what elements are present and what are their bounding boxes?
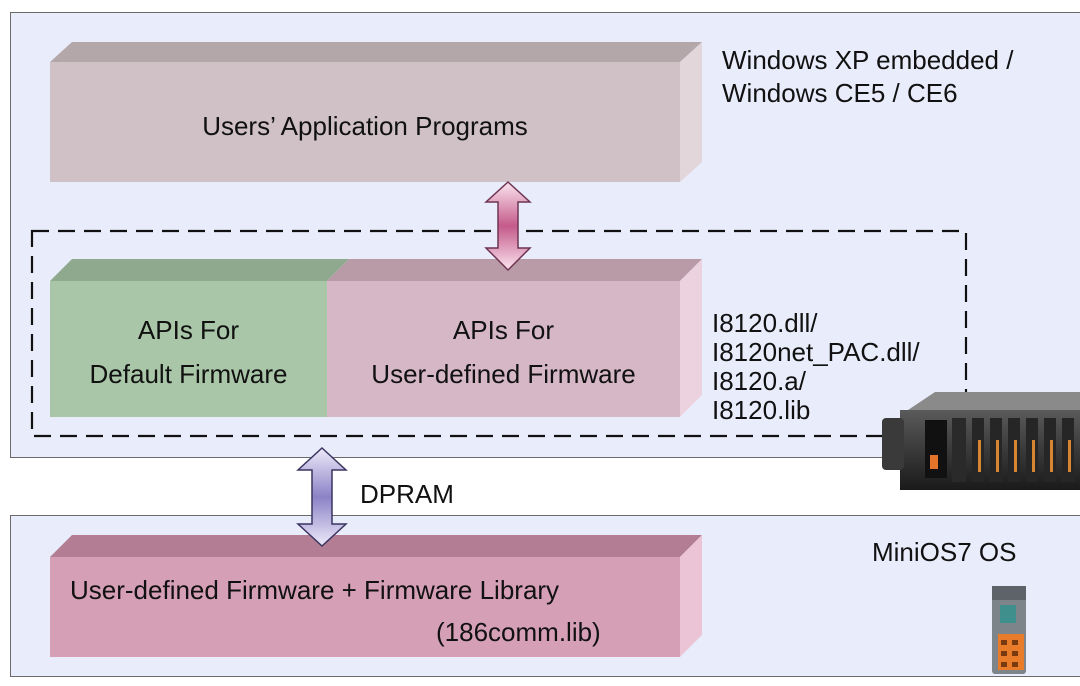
library-item: I8120.a/: [712, 366, 806, 397]
api-default-label: APIs For Default Firmware: [50, 308, 327, 396]
dpram-arrow: [296, 446, 348, 548]
host-os-label: Windows XP embedded / Windows CE5 / CE6: [722, 44, 1013, 111]
app-programs-label: Users’ Application Programs: [202, 111, 528, 141]
api-default-box: [50, 259, 349, 417]
library-item: I8120net_PAC.dll/: [712, 337, 920, 368]
firmware-line2: (186comm.lib): [436, 617, 601, 647]
firmware-line1: User-defined Firmware + Firmware Library: [70, 575, 560, 605]
pac-device-image: [882, 392, 1080, 490]
io-module-image: [992, 586, 1026, 674]
app-programs-box: [50, 42, 702, 182]
firmware-box: [50, 535, 702, 657]
library-item: I8120.dll/: [712, 308, 818, 338]
library-item: I8120.lib: [712, 395, 811, 426]
host-os-line2: Windows CE5 / CE6: [722, 78, 958, 109]
app-api-arrow: [484, 180, 532, 272]
api-user-box: [327, 259, 702, 417]
api-default-line2: Default Firmware: [89, 359, 288, 390]
minios7-label: MiniOS7 OS: [872, 537, 1017, 567]
api-default-line1: APIs For: [137, 315, 240, 345]
api-user-line1: APIs For: [452, 315, 555, 345]
library-list: I8120.dll/ I8120net_PAC.dll/ I8120.a/ I8…: [712, 308, 920, 426]
dpram-label: DPRAM: [360, 479, 454, 509]
api-user-line2: User-defined Firmware: [371, 359, 636, 390]
api-user-label: APIs For User-defined Firmware: [327, 308, 680, 396]
host-os-line1: Windows XP embedded /: [722, 45, 1014, 75]
